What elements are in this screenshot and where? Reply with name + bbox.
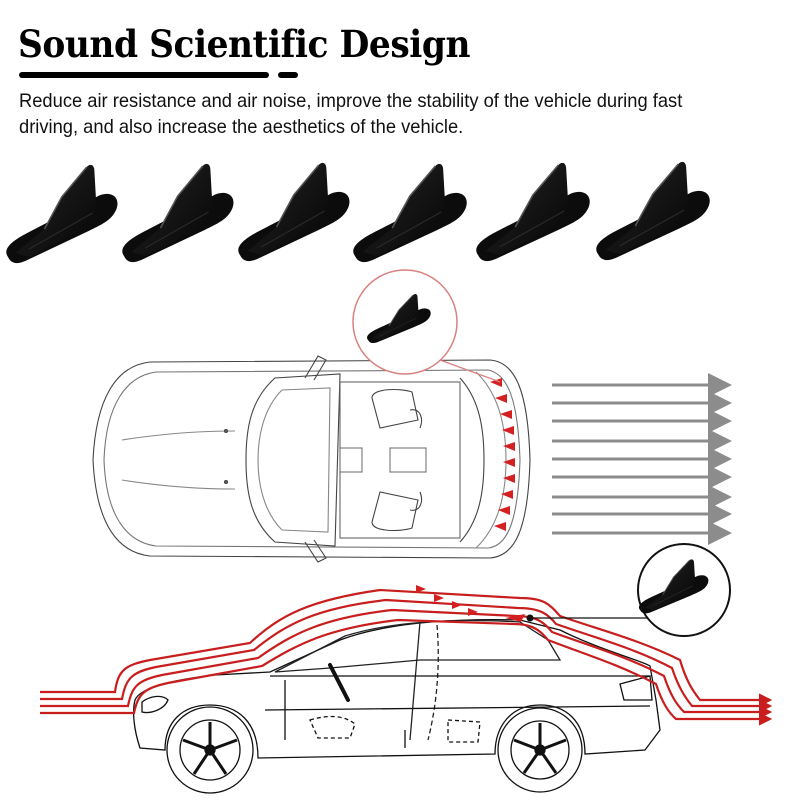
title-underline (19, 72, 269, 78)
top-view-car (92, 355, 531, 563)
side-callout (526, 543, 731, 637)
product-row (5, 161, 711, 264)
fin-product-2 (121, 163, 235, 263)
fin-product-3 (237, 162, 351, 262)
page-title: Sound Scientific Design (18, 22, 470, 66)
fin-product-5 (475, 162, 591, 262)
title-underline-dash (278, 72, 298, 78)
side-view-car (133, 619, 661, 794)
fin-product-1 (5, 164, 119, 264)
airflow-direction-arrows (416, 585, 525, 622)
description-text: Reduce air resistance and air noise, imp… (19, 90, 683, 138)
top-callout (352, 269, 501, 383)
fin-product-4 (352, 163, 468, 263)
fin-markers (490, 378, 515, 531)
fin-product-6 (595, 161, 711, 261)
airflow-arrows (552, 373, 732, 545)
